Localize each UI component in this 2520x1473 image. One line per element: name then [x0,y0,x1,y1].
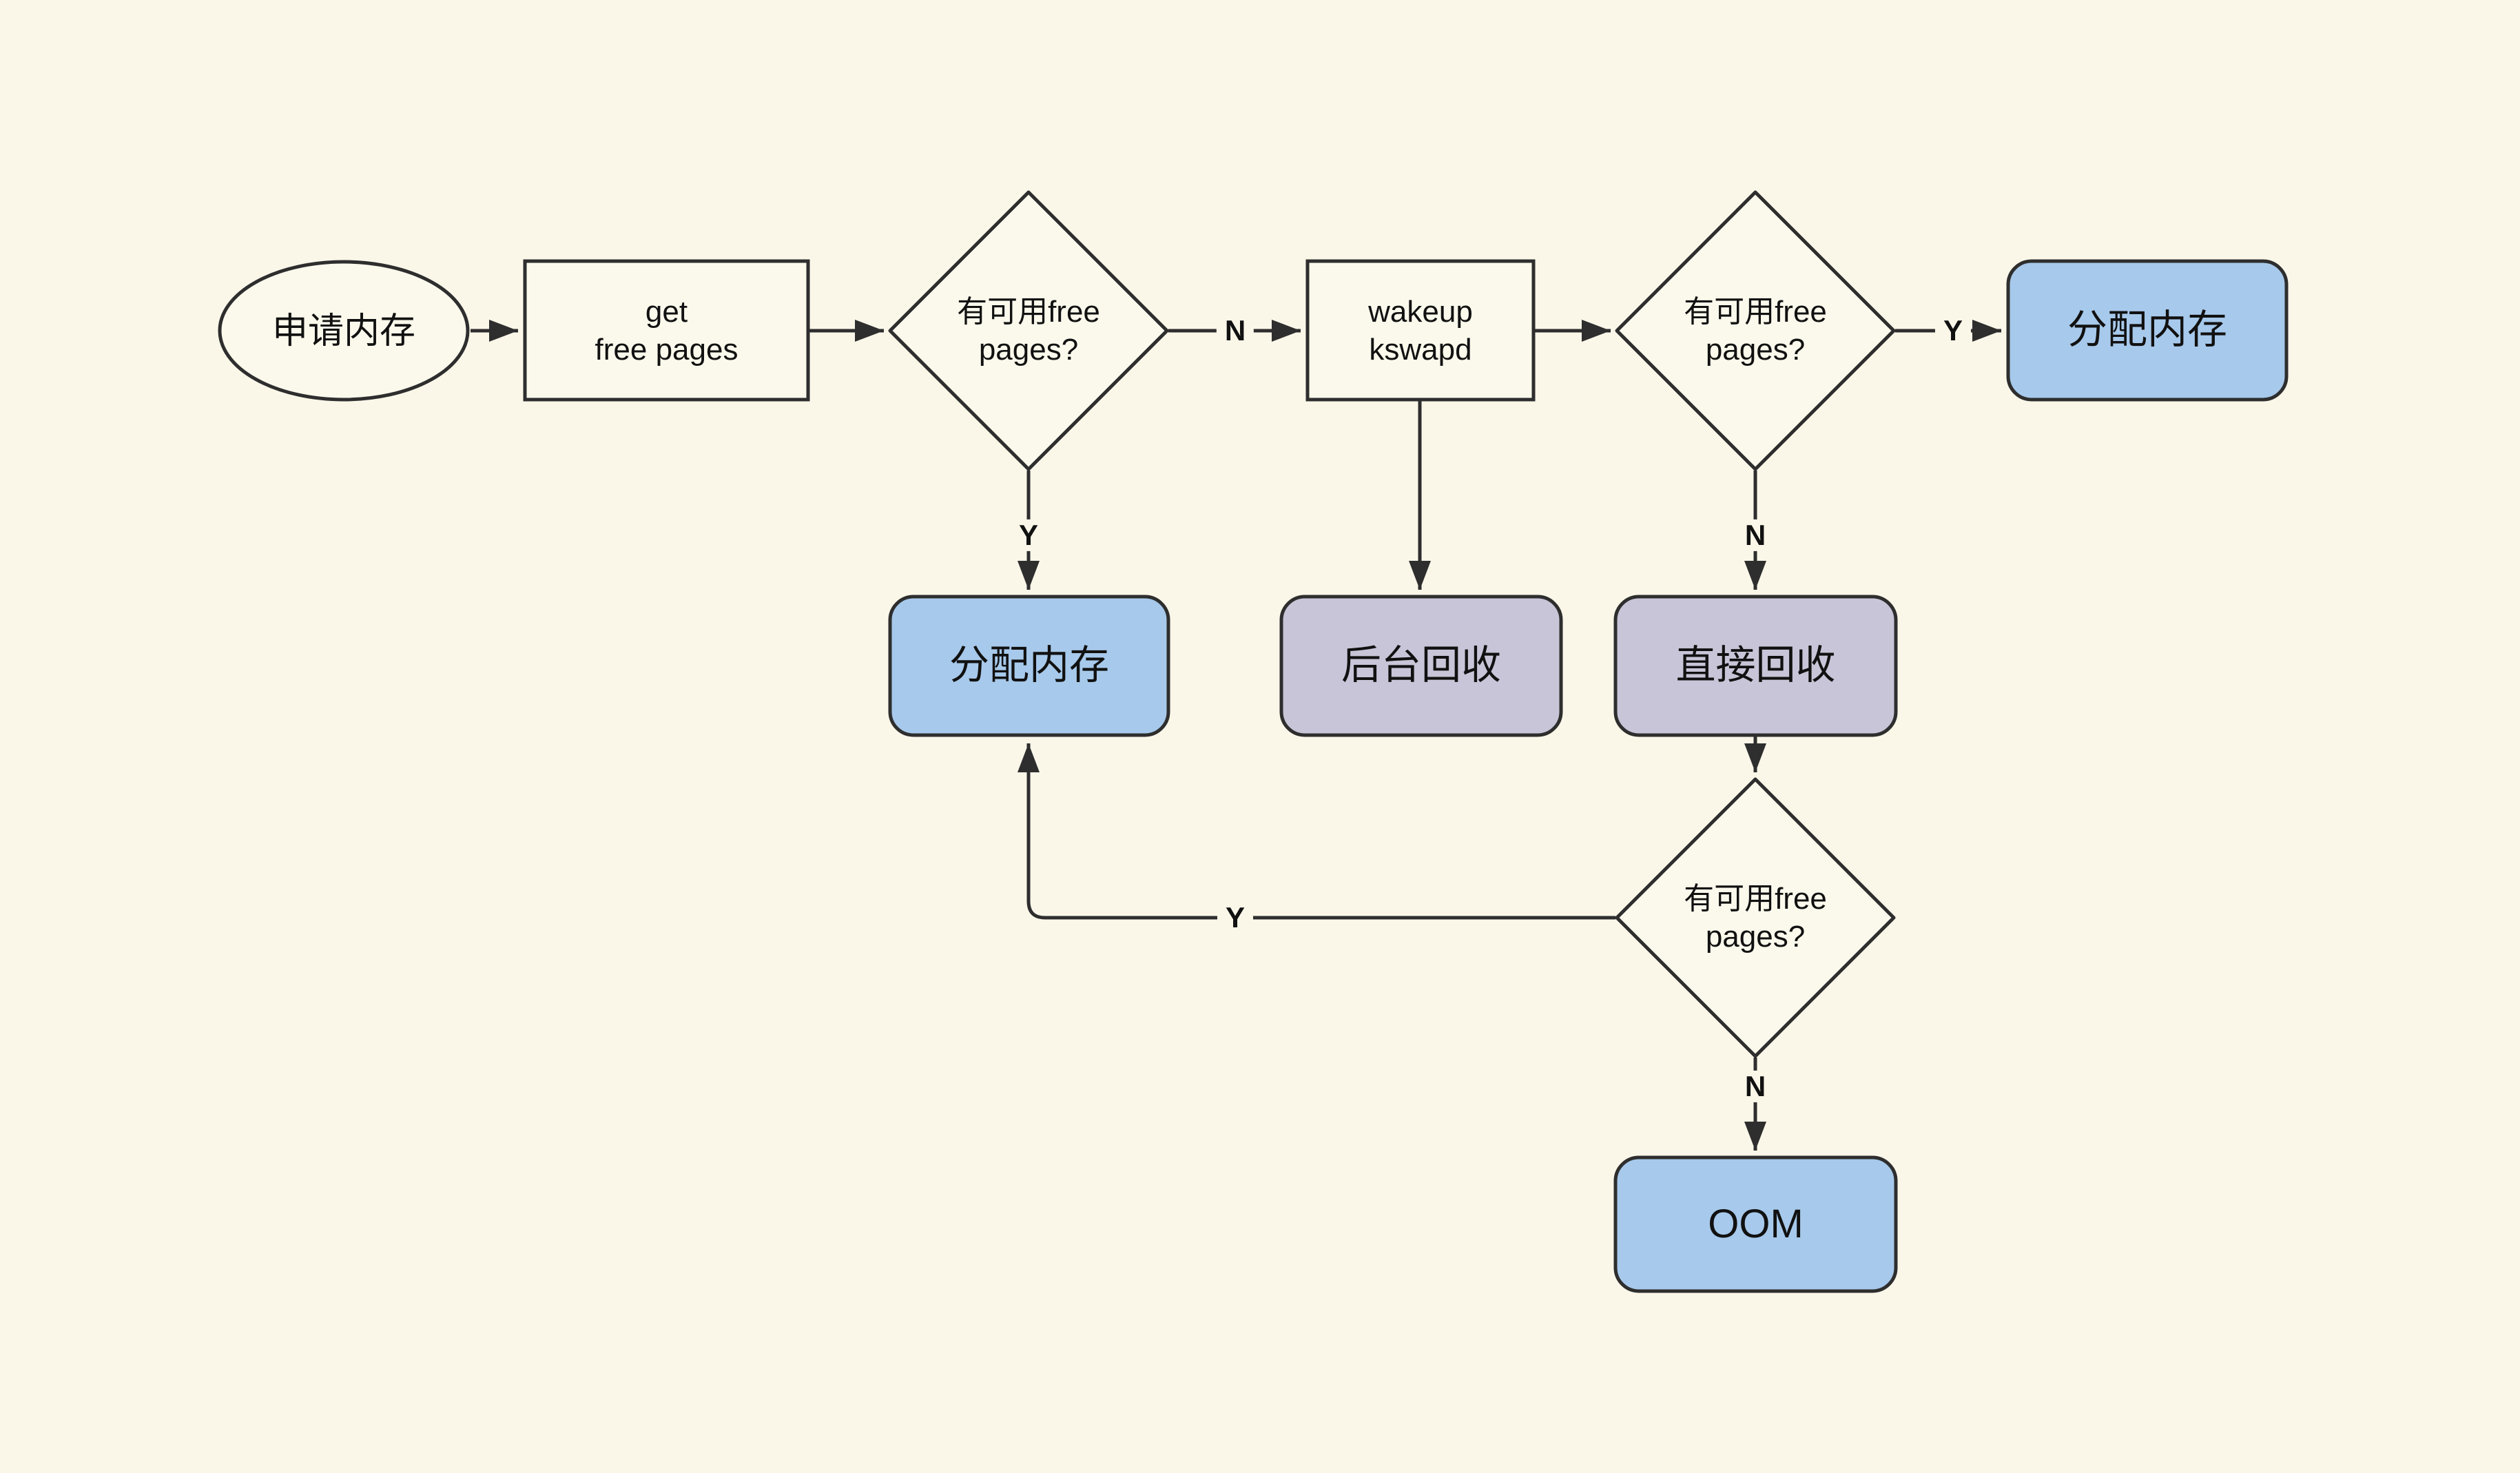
check1-node-label: 有可用free pages? [957,295,1100,367]
check1-node-shape [888,190,1169,471]
check2-yes-edge-label: Y [1934,314,1972,347]
background-reclaim-node-label: 后台回收 [1341,643,1501,688]
get-free-pages-node-label: get free pages [595,294,739,367]
check3-no-edge-label: N [1736,1070,1775,1103]
alloc-mid-node-label: 分配内存 [949,643,1109,688]
direct-reclaim-node-shape [1613,595,1898,737]
check2-node-label: 有可用free pages? [1684,295,1827,367]
check3-node-shape [1615,777,1896,1058]
check2-no-edge-label: N [1736,519,1775,552]
get-free-pages-node-shape [523,259,810,402]
oom-node-label: OOM [1708,1201,1804,1246]
alloc-top-right-node-shape [2006,259,2289,402]
check1-yes-edge-label: Y [1010,519,1047,552]
check1-no-edge-label: N [1216,314,1254,347]
alloc-top-right-node-label: 分配内存 [2067,307,2227,353]
check2-node-shape [1615,190,1896,471]
direct-reclaim-node-label: 直接回收 [1675,643,1836,688]
oom-node-shape [1613,1155,1898,1293]
start-node-label: 申请内存 [271,311,415,351]
start-node-shape [218,260,470,402]
alloc-mid-node-shape [888,595,1170,737]
background-reclaim-node-shape [1279,595,1563,737]
check3-node-label: 有可用free pages? [1684,882,1827,954]
edge-check3-yes-to-alloc-mid [1018,743,1615,920]
wakeup-kswapd-node-label: wakeup kswapd [1368,294,1473,367]
wakeup-kswapd-node-shape [1305,259,1536,402]
check3-yes-edge-label: Y [1217,901,1254,934]
